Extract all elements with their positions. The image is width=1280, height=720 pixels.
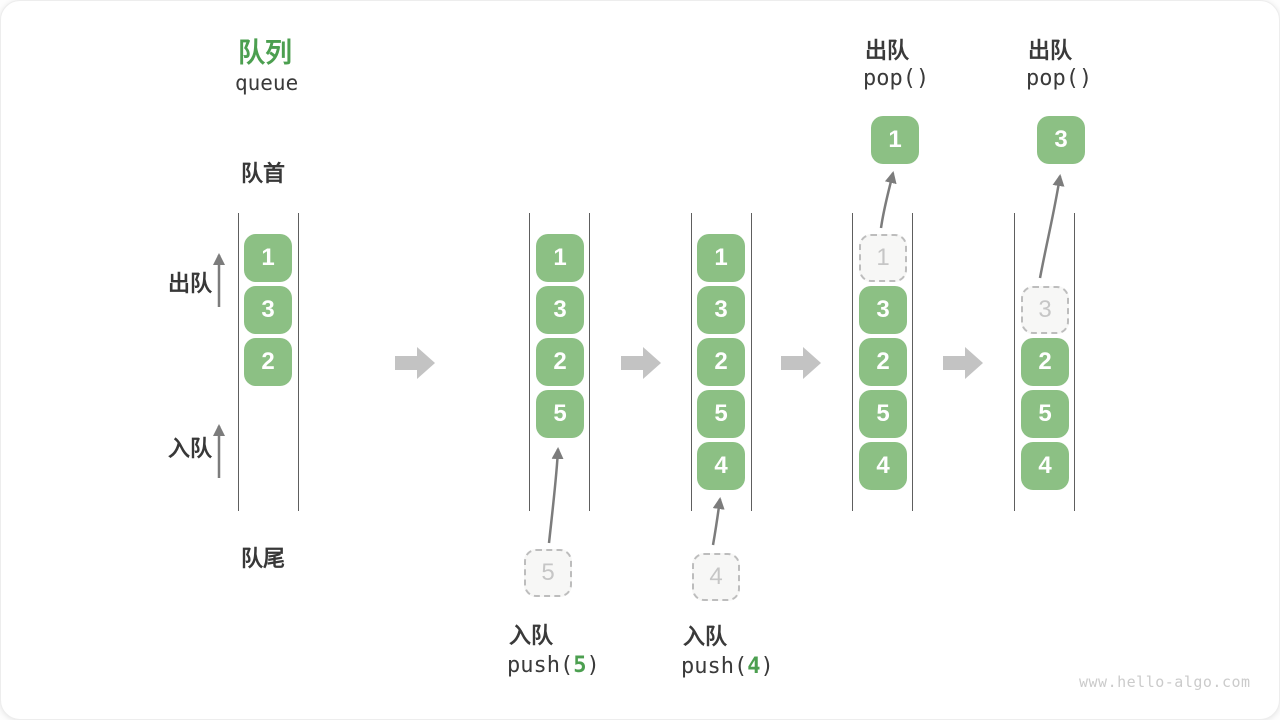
- step-arrow: [943, 347, 983, 379]
- push-close-text: ): [760, 654, 774, 679]
- push-arg-value: 5: [573, 653, 587, 678]
- pop-op-label-zh: 出队: [865, 38, 910, 63]
- popped-item: 1: [871, 116, 919, 164]
- queue-item: 3: [697, 286, 745, 334]
- queue-front-label: 队首: [241, 161, 286, 186]
- queue-item: 2: [859, 338, 907, 386]
- dequeue-side-label: 出队: [168, 271, 213, 296]
- queue-item: 5: [1021, 390, 1069, 438]
- push-op-code: push(4): [681, 654, 774, 679]
- step-arrow: [621, 347, 661, 379]
- queue-item: 3: [536, 286, 584, 334]
- pop-op-code: pop(): [863, 66, 930, 91]
- queue-item: 4: [697, 442, 745, 490]
- queue-item: 2: [244, 338, 292, 386]
- enqueue-side-label: 入队: [168, 436, 213, 461]
- queue-item: 3: [244, 286, 292, 334]
- queue-item: 1: [536, 234, 584, 282]
- queue-item: 4: [1021, 442, 1069, 490]
- push-arg-value: 4: [747, 654, 761, 679]
- diagram-title-zh: 队列: [238, 38, 292, 68]
- incoming-item-ghost: 5: [524, 549, 572, 597]
- queue-item: 2: [536, 338, 584, 386]
- queue-item: 2: [1021, 338, 1069, 386]
- pop-op-code: pop(): [1026, 66, 1093, 91]
- queue-channel-2: [529, 213, 590, 511]
- queue-channel-3: [691, 213, 752, 511]
- diagram-title-en: queue: [235, 71, 299, 95]
- incoming-item-ghost: 4: [692, 553, 740, 601]
- queue-channel-5: [1014, 213, 1075, 511]
- step-arrow: [395, 347, 435, 379]
- push-close-text: ): [586, 653, 600, 678]
- push-fn-text: push(: [507, 653, 574, 678]
- queue-channel-1: [238, 213, 299, 511]
- queue-item: 1: [244, 234, 292, 282]
- queue-item: 4: [859, 442, 907, 490]
- push-op-label-zh: 入队: [509, 623, 554, 648]
- push-op-code: push(5): [507, 653, 600, 678]
- push-op-label-zh: 入队: [683, 624, 728, 649]
- push-fn-text: push(: [681, 654, 748, 679]
- queue-item: 5: [697, 390, 745, 438]
- queue-item: 5: [536, 390, 584, 438]
- queue-channel-4: [852, 213, 913, 511]
- queue-item: 1: [697, 234, 745, 282]
- step-arrow: [781, 347, 821, 379]
- popped-slot-ghost: 3: [1021, 286, 1069, 334]
- queue-rear-label: 队尾: [241, 546, 286, 571]
- queue-item: 2: [697, 338, 745, 386]
- queue-item: 5: [859, 390, 907, 438]
- site-watermark: www.hello-algo.com: [1079, 673, 1251, 691]
- pop-op-label-zh: 出队: [1028, 38, 1073, 63]
- queue-item: 3: [859, 286, 907, 334]
- popped-slot-ghost: 1: [859, 234, 907, 282]
- popped-item: 3: [1037, 116, 1085, 164]
